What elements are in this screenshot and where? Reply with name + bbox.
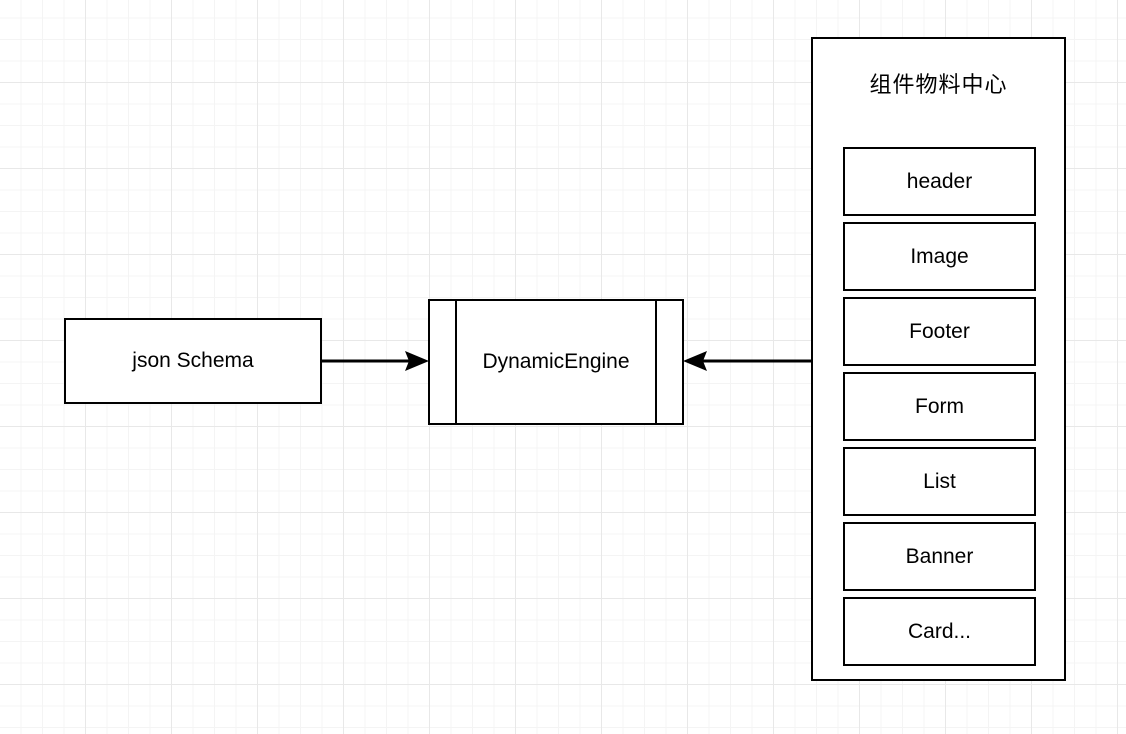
component-item-label: Image [910,244,969,268]
node-dynamic-engine[interactable]: DynamicEngine [428,299,684,425]
component-item-footer[interactable]: Footer [843,297,1036,366]
component-item-label: Form [915,394,964,418]
connector-json-schema-to-dynamic-engine [322,351,429,371]
predefined-process-right-bar [655,299,657,425]
component-item-label: Card... [907,619,972,643]
node-dynamic-engine-label: DynamicEngine [482,350,630,374]
component-item-card[interactable]: Card... [843,597,1036,666]
component-item-label: header [906,169,973,193]
component-list: header Image Footer Form List Banner Car… [843,147,1036,666]
component-item-list[interactable]: List [843,447,1036,516]
component-item-banner[interactable]: Banner [843,522,1036,591]
component-item-label: Footer [909,319,970,343]
connector-component-center-to-dynamic-engine [683,351,811,371]
component-center-title: 组件物料中心 [869,72,1008,97]
node-component-center-panel[interactable]: 组件物料中心 header Image Footer Form List Ban… [811,37,1066,681]
predefined-process-left-bar [455,299,457,425]
node-json-schema-label: json Schema [132,349,254,373]
node-json-schema[interactable]: json Schema [64,318,322,404]
component-item-label: Banner [905,544,974,568]
component-item-form[interactable]: Form [843,372,1036,441]
component-item-image[interactable]: Image [843,222,1036,291]
component-item-header[interactable]: header [843,147,1036,216]
component-item-label: List [923,469,956,493]
